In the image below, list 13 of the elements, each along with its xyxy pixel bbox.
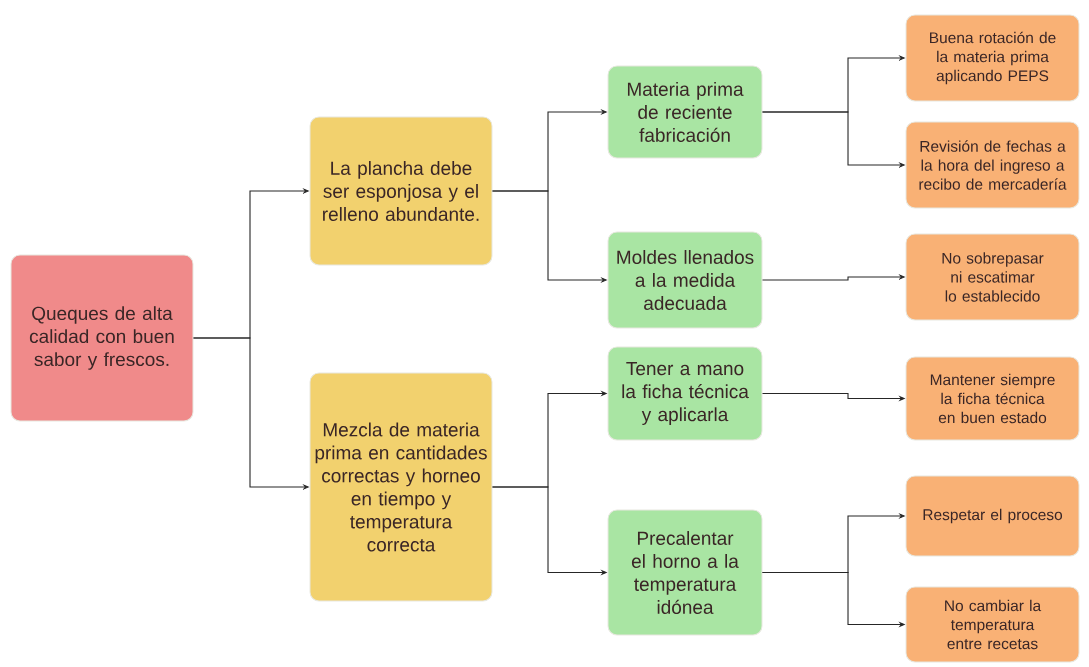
goal-box: Queques de alta calidad con buen sabor y frescos.	[10, 254, 194, 422]
action-box: No cambiar la temperatura entre recetas	[905, 586, 1080, 663]
action-box: No sobrepasar ni escatimar lo establecido	[905, 233, 1080, 321]
factor-box: Precalentar el horno a la temperatura idónea	[607, 509, 763, 636]
action-box: Respetar el proceso	[905, 475, 1080, 557]
factor-box: Tener a mano la ficha técnica y aplicarla	[607, 346, 763, 441]
factor-box: Moldes llenados a la medida adecuada	[607, 231, 763, 329]
action-box: Mantener siempre la ficha técnica en buen estado	[905, 356, 1080, 441]
factor-box: Materia prima de reciente fabricación	[607, 65, 763, 159]
cause-box: Mezcla de materia prima en cantidades correctas y horneo en tiempo y temperatura correcta	[309, 372, 493, 602]
cause-box: La plancha debe ser esponjosa y el relleno abundante.	[309, 116, 493, 266]
action-box: Revisión de fechas a la hora del ingreso a recibo de mercadería	[905, 121, 1080, 209]
action-box: Buena rotación de la materia prima aplicando PEPS	[905, 14, 1080, 102]
